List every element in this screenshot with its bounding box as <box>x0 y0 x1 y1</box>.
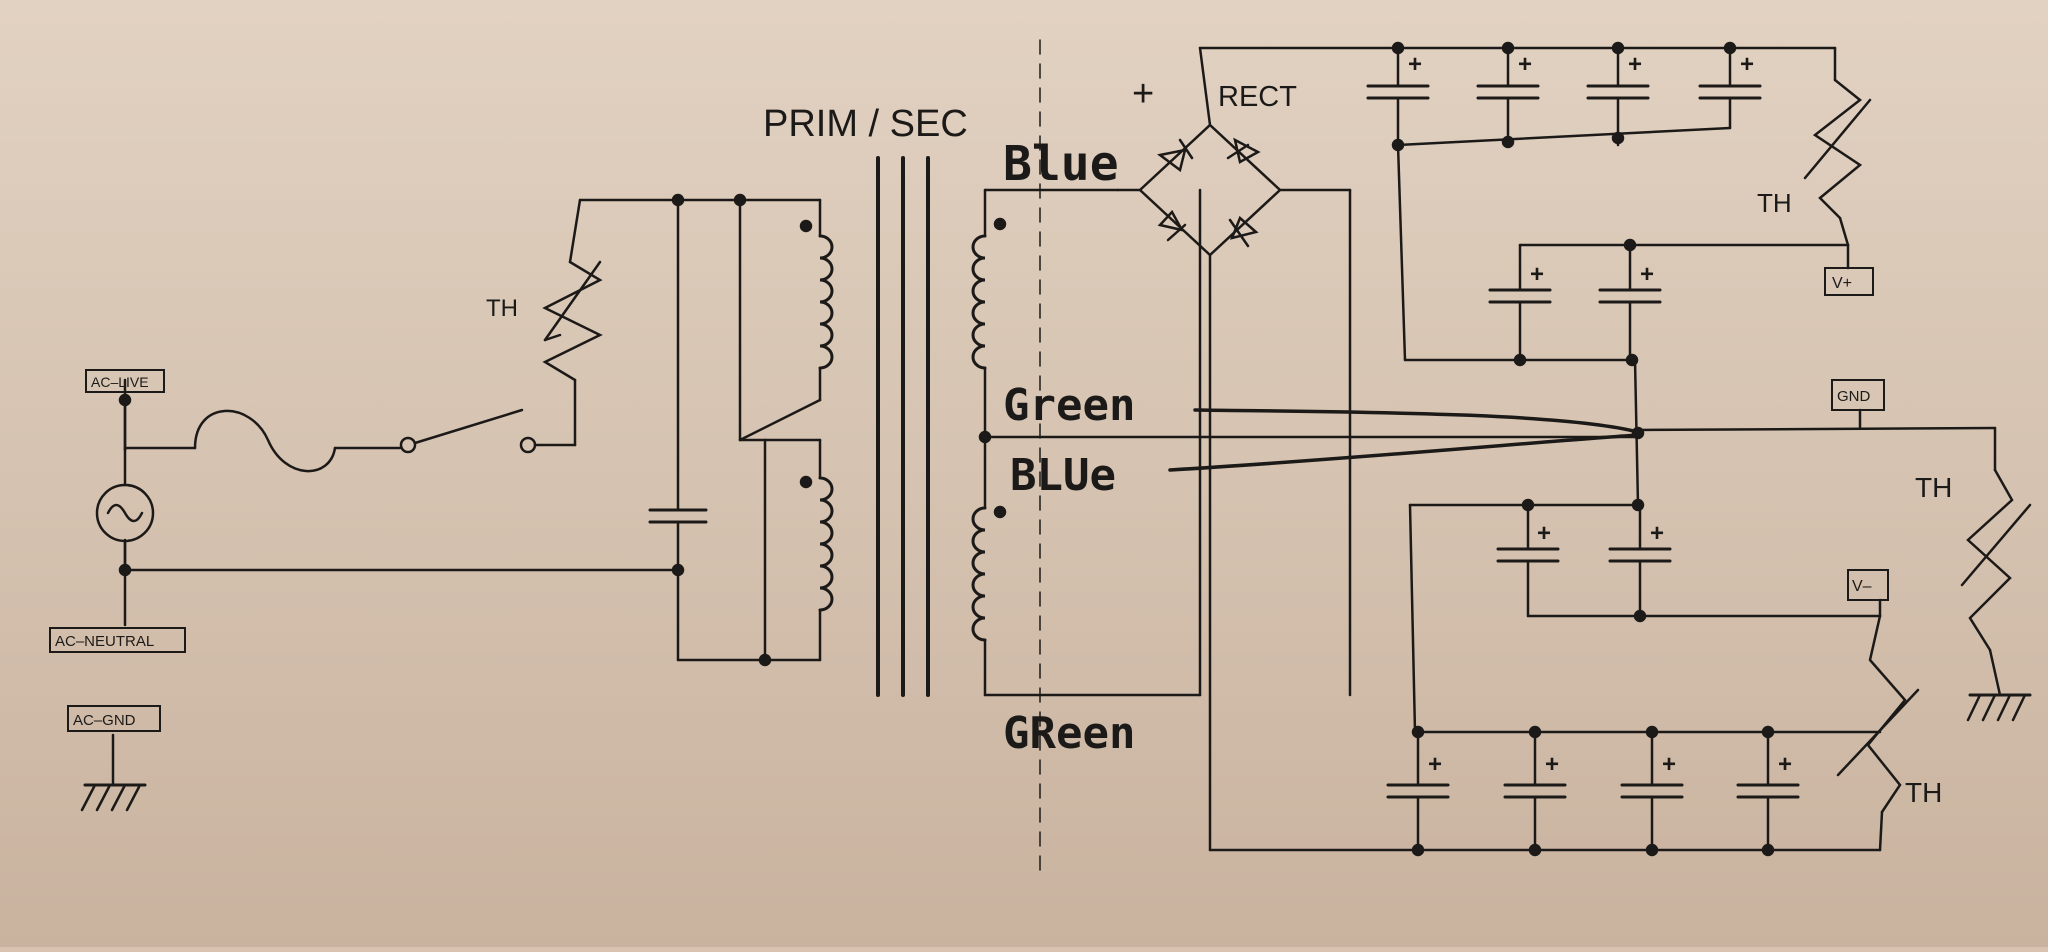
wire <box>1396 143 1407 362</box>
terminal-v-plus: V+ <box>1824 267 1874 296</box>
wire <box>1408 503 1417 734</box>
handwritten-wire-green <box>1193 408 1640 434</box>
diode-icon <box>1157 138 1194 173</box>
wire <box>1198 46 1212 127</box>
handwritten-label-green: Green <box>1003 380 1135 431</box>
polarity-dot <box>993 217 1007 231</box>
terminal-label: AC–GND <box>73 712 136 729</box>
thermistor-label: TH <box>1915 472 1952 503</box>
cap-plus: + <box>1537 520 1551 547</box>
terminal-label: AC–NEUTRAL <box>55 633 154 650</box>
rectifier-label: RECT <box>1218 81 1297 113</box>
prim-sec-title: PRIM / SEC <box>763 103 968 145</box>
terminal-ac-neutral: AC–NEUTRAL <box>49 627 186 653</box>
wire <box>1988 648 2002 697</box>
wire <box>1636 426 1997 432</box>
capacitor-polarity-signs: + + + + + + + + + + + + <box>1408 51 1792 778</box>
terminal-v-minus: V– <box>1847 569 1889 601</box>
cap-plus: + <box>1408 51 1422 78</box>
terminal-label: V– <box>1852 578 1872 595</box>
ground-icon <box>80 783 147 812</box>
thermistor-label: TH <box>1905 777 1942 808</box>
cap-plus: + <box>1530 261 1544 288</box>
thermistor-icon <box>1960 468 2032 652</box>
cap-plus: + <box>1628 51 1642 78</box>
capacitor-bank-top <box>1366 41 1762 152</box>
cap-plus: + <box>1740 51 1754 78</box>
terminal-label: AC–LIVE <box>91 374 149 390</box>
wire <box>1838 216 1850 247</box>
cap-plus: + <box>1545 751 1559 778</box>
handwritten-label-green-2: GReen <box>1003 708 1135 759</box>
junction-dot <box>1633 609 1647 623</box>
cap-plus: + <box>1662 751 1676 778</box>
fuse-icon <box>193 409 337 473</box>
polarity-dot <box>799 219 813 233</box>
wire <box>568 198 582 264</box>
junction-dot <box>1623 238 1637 252</box>
thermistor-label: TH <box>1757 188 1792 218</box>
cap-plus: + <box>1428 751 1442 778</box>
thermistor-icon <box>1836 614 1920 814</box>
diode-icon <box>1228 215 1259 248</box>
terminal-ac-gnd: AC–GND <box>67 705 161 732</box>
diode-icon <box>1226 137 1261 164</box>
junction-dot <box>1521 498 1535 512</box>
terminal-label: V+ <box>1832 275 1852 292</box>
thermistor-label: TH <box>486 295 518 322</box>
cap-plus: + <box>1518 51 1532 78</box>
wire <box>738 398 822 442</box>
terminal-gnd: GND <box>1831 379 1885 411</box>
capacitor-bank-bottom <box>1386 725 1882 857</box>
cap-plus: + <box>1640 261 1654 288</box>
rect-plus-sign: + <box>1132 73 1154 115</box>
diode-icon <box>1157 209 1187 242</box>
cap-plus: + <box>1650 520 1664 547</box>
cap-plus: + <box>1778 751 1792 778</box>
ground-icon <box>1966 693 2032 722</box>
junction-dot <box>1513 353 1527 367</box>
polarity-dot <box>799 475 813 489</box>
polarity-dot <box>993 505 1007 519</box>
handwritten-label-blue-2: BLUe <box>1010 450 1116 501</box>
handwritten-wire-blue <box>1168 433 1640 472</box>
handwritten-label-blue: Blue <box>1003 136 1119 192</box>
terminal-ac-live: AC–LIVE <box>85 369 165 393</box>
wire <box>1878 810 1884 852</box>
thermistor-icon <box>542 260 603 382</box>
terminal-label: GND <box>1837 388 1871 405</box>
thermistor-icon <box>1803 78 1872 220</box>
junction-dot <box>671 193 685 207</box>
